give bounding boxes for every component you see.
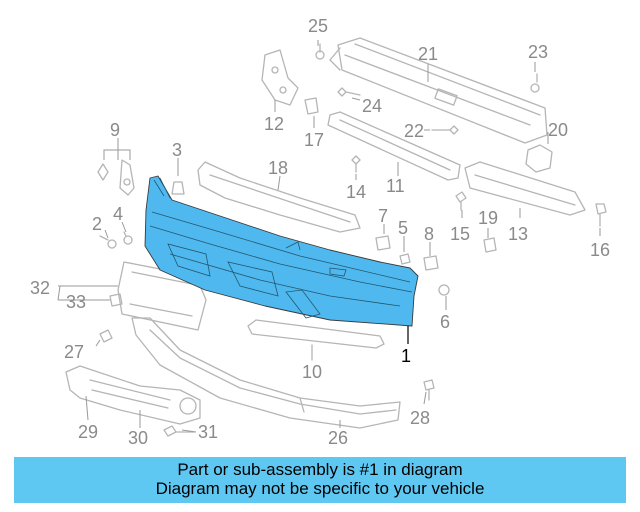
callout-4: 4 [113, 204, 123, 224]
callout-9: 9 [110, 120, 120, 140]
fastener-part-4 [123, 231, 133, 245]
callout-22: 22 [404, 121, 424, 141]
callout-13: 13 [508, 224, 528, 244]
callout-15: 15 [450, 224, 470, 244]
side-bracket-part-13 [464, 161, 586, 216]
callout-14: 14 [346, 182, 366, 202]
bracket-part-12 [261, 49, 299, 106]
callout-30: 30 [128, 428, 148, 448]
lower-valance-part-26 [131, 317, 401, 429]
fog-grille-part-29 [65, 365, 201, 425]
screw-part-14 [351, 155, 361, 173]
callout-labels: 1 2 3 4 5 6 7 8 9 10 11 12 13 14 15 16 1… [30, 16, 610, 448]
callout-8: 8 [424, 224, 434, 244]
bumper-cover-part-1[interactable] [144, 175, 419, 327]
caption-banner: Part or sub-assembly is #1 in diagram Di… [14, 457, 626, 503]
callout-23: 23 [528, 42, 548, 62]
callout-28: 28 [410, 408, 430, 428]
callout-27: 27 [64, 342, 84, 362]
bracket-part-20 [525, 144, 553, 173]
clip-part-3 [171, 181, 185, 195]
screw-part-28 [423, 379, 435, 401]
callout-33: 33 [66, 292, 86, 312]
callout-19: 19 [478, 208, 498, 228]
callout-26: 26 [328, 428, 348, 448]
upper-bracket-part-18 [197, 161, 361, 233]
callout-16: 16 [590, 240, 610, 260]
callout-25: 25 [308, 16, 328, 36]
reinforcement-beam-part-21 [329, 37, 548, 144]
screw-part-5 [399, 253, 411, 265]
callout-21: 21 [418, 44, 438, 64]
screw-part-24 [337, 87, 361, 97]
screw-part-22 [431, 125, 459, 135]
callout-5: 5 [398, 218, 408, 238]
caption-line-1: Part or sub-assembly is #1 in diagram [177, 460, 463, 479]
trim-strip-part-10 [247, 319, 385, 361]
bracket-part-9 [97, 159, 135, 196]
nut-part-6 [438, 284, 450, 296]
callout-12: 12 [264, 114, 284, 134]
bolt-part-16 [595, 203, 607, 227]
clip-part-17 [304, 97, 319, 115]
absorber-part-11 [327, 111, 461, 181]
callout-24: 24 [362, 96, 382, 116]
callout-31: 31 [198, 422, 218, 442]
screw-part-15 [455, 191, 467, 211]
callout-17: 17 [304, 130, 324, 150]
clip-part-27 [99, 329, 113, 343]
callout-11: 11 [386, 176, 405, 196]
clip-part-7 [375, 235, 391, 251]
clip-part-8 [423, 255, 439, 271]
callout-29: 29 [78, 422, 98, 442]
caption-line-2: Diagram may not be specific to your vehi… [155, 479, 485, 498]
clip-part-19 [483, 237, 497, 253]
callout-20: 20 [548, 120, 568, 140]
bolt-part-25 [315, 43, 325, 60]
callout-3: 3 [172, 140, 182, 160]
callout-6: 6 [440, 312, 450, 332]
callout-7: 7 [378, 206, 388, 226]
fastener-part-33 [109, 293, 123, 307]
fastener-part-2 [99, 235, 117, 249]
callout-1: 1 [401, 346, 411, 366]
callout-18: 18 [268, 158, 288, 178]
callout-2: 2 [92, 214, 102, 234]
screw-part-31 [163, 425, 195, 437]
callout-32: 32 [30, 278, 50, 298]
callout-10: 10 [302, 362, 322, 382]
nut-part-23 [530, 73, 540, 93]
